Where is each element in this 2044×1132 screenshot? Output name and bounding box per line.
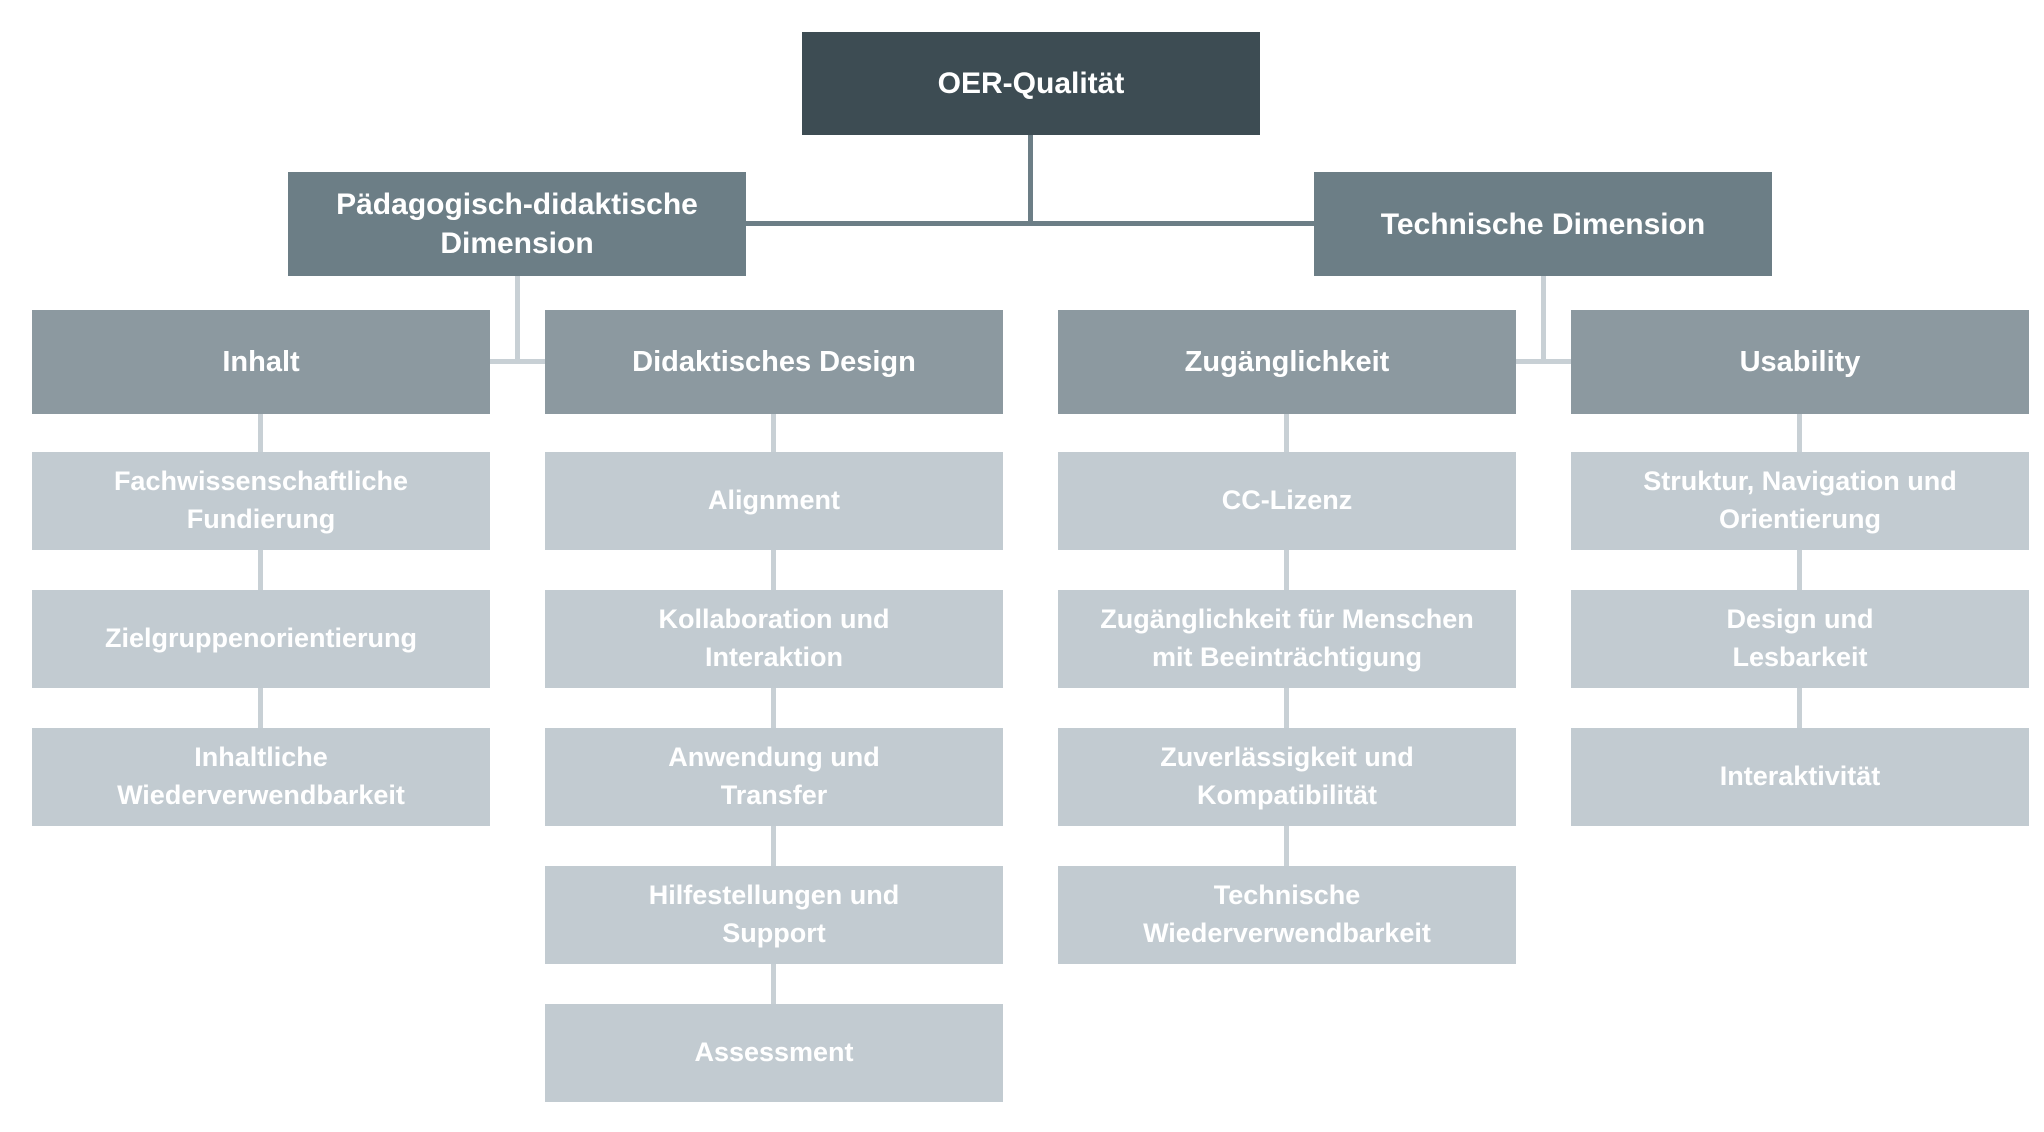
connector-col1-seg3 bbox=[258, 688, 263, 728]
dimension-node-technisch: Technische Dimension bbox=[1314, 172, 1772, 276]
criterion-node-zielgruppenorientierung: Zielgruppenorientierung bbox=[32, 590, 490, 688]
criterion-node-fachwissenschaftliche-fundierung: Fachwissenschaftliche Fundierung bbox=[32, 452, 490, 550]
connector-col3-seg2 bbox=[1284, 550, 1289, 590]
criterion-node-anwendung-transfer: Anwendung und Transfer bbox=[545, 728, 1003, 826]
connector-col1-seg1 bbox=[258, 414, 263, 452]
connector-col1-seg2 bbox=[258, 550, 263, 590]
connector-col2-seg3 bbox=[771, 688, 776, 728]
criterion-node-assessment: Assessment bbox=[545, 1004, 1003, 1102]
criterion-node-alignment: Alignment bbox=[545, 452, 1003, 550]
connector-col3-seg3 bbox=[1284, 688, 1289, 728]
connector-col2-seg2 bbox=[771, 550, 776, 590]
category-node-zugaenglichkeit: Zugänglichkeit bbox=[1058, 310, 1516, 414]
connector-dim2-horizontal bbox=[1516, 359, 1571, 364]
category-node-didaktisches-design: Didaktisches Design bbox=[545, 310, 1003, 414]
connector-root-horizontal bbox=[746, 221, 1314, 226]
connector-col4-seg3 bbox=[1797, 688, 1802, 728]
criterion-node-zugaenglichkeit-beeintraechtigung: Zugänglichkeit für Menschen mit Beeinträ… bbox=[1058, 590, 1516, 688]
connector-dim2-vertical bbox=[1541, 276, 1546, 364]
connector-dim1-horizontal bbox=[490, 359, 545, 364]
connector-col3-seg4 bbox=[1284, 826, 1289, 866]
criterion-node-struktur-navigation-orientierung: Struktur, Navigation und Orientierung bbox=[1571, 452, 2029, 550]
criterion-node-inhaltliche-wiederverwendbarkeit: Inhaltliche Wiederverwendbarkeit bbox=[32, 728, 490, 826]
criterion-node-technische-wiederverwendbarkeit: Technische Wiederverwendbarkeit bbox=[1058, 866, 1516, 964]
connector-col3-seg1 bbox=[1284, 414, 1289, 452]
criterion-node-design-lesbarkeit: Design und Lesbarkeit bbox=[1571, 590, 2029, 688]
category-node-inhalt: Inhalt bbox=[32, 310, 490, 414]
criterion-node-zuverlaessigkeit-kompatibilitaet: Zuverlässigkeit und Kompatibilität bbox=[1058, 728, 1516, 826]
connector-dim1-vertical bbox=[515, 276, 520, 364]
connector-col2-seg1 bbox=[771, 414, 776, 452]
connector-col2-seg5 bbox=[771, 964, 776, 1004]
connector-col4-seg2 bbox=[1797, 550, 1802, 590]
root-node-oer-qualitaet: OER-Qualität bbox=[802, 32, 1260, 135]
criterion-node-hilfestellungen-support: Hilfestellungen und Support bbox=[545, 866, 1003, 964]
criterion-node-cc-lizenz: CC-Lizenz bbox=[1058, 452, 1516, 550]
criterion-node-kollaboration-interaktion: Kollaboration und Interaktion bbox=[545, 590, 1003, 688]
criterion-node-interaktivitaet: Interaktivität bbox=[1571, 728, 2029, 826]
dimension-node-paedagogisch-didaktisch: Pädagogisch-didaktische Dimension bbox=[288, 172, 746, 276]
connector-root-vertical bbox=[1028, 135, 1033, 226]
category-node-usability: Usability bbox=[1571, 310, 2029, 414]
connector-col2-seg4 bbox=[771, 826, 776, 866]
connector-col4-seg1 bbox=[1797, 414, 1802, 452]
